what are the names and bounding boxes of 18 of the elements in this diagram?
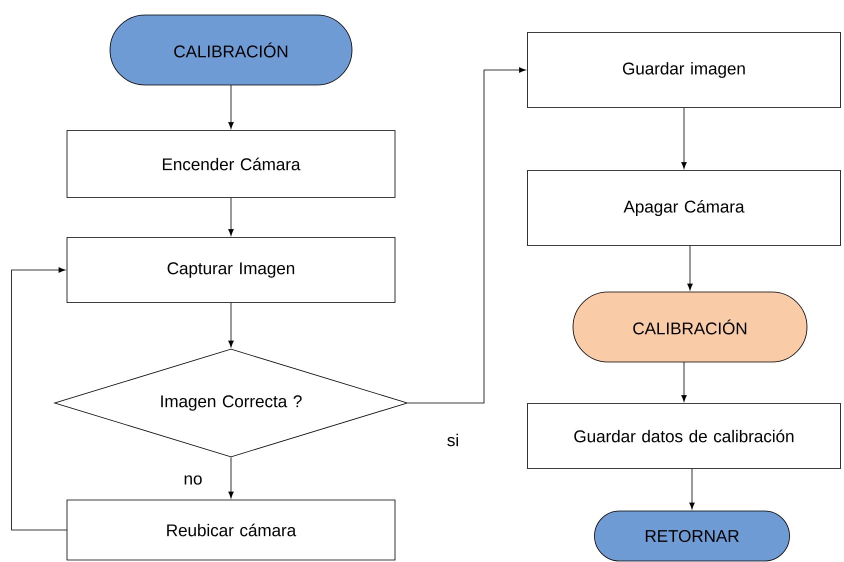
arrow [681, 362, 687, 402]
process-box: Apagar Cámara [527, 170, 841, 246]
edge-label: si [446, 432, 460, 448]
arrow [228, 198, 234, 236]
arrow [681, 108, 687, 169]
process-box: Guardar imagen [527, 32, 841, 108]
arrow [11, 267, 67, 530]
arrow [228, 85, 234, 129]
process-box: Capturar Imagen [66, 237, 396, 303]
arrow [687, 246, 693, 290]
arrow [228, 302, 234, 348]
arrow [228, 457, 234, 498]
process-box: Guardar datos de calibración [527, 403, 841, 469]
edge-label: no [182, 474, 204, 486]
arrow [689, 468, 695, 510]
process-box: Reubicar cámara [66, 500, 396, 560]
arrow [408, 67, 526, 404]
process-box: Encender Cámara [66, 130, 396, 198]
